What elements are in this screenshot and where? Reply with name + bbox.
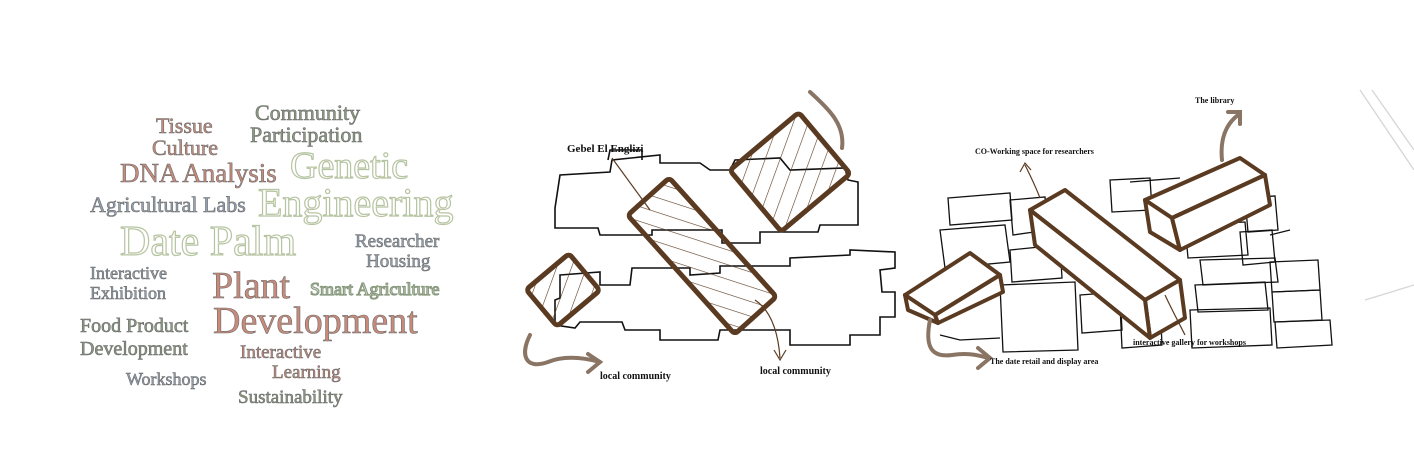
word-researcher: Researcher bbox=[355, 231, 440, 252]
word-genetic: Genetic bbox=[289, 145, 409, 187]
axo-thin-arrows bbox=[1019, 161, 1186, 336]
word-interactive-2: Interactive bbox=[240, 342, 322, 363]
label-local-community-2: local community bbox=[760, 366, 831, 377]
plan-arrows bbox=[523, 90, 845, 374]
axo-volume-library bbox=[1143, 156, 1272, 252]
label-retail: The date retail and display area bbox=[990, 357, 1098, 366]
word-development-small: Development bbox=[80, 338, 188, 360]
word-smart-agriculture: Smart Agriculture bbox=[309, 279, 440, 299]
label-gebel: Gebel El Englizi bbox=[567, 143, 643, 155]
plan-block-middle bbox=[626, 176, 778, 336]
word-engineering: Engineering bbox=[257, 180, 454, 225]
word-workshops: Workshops bbox=[126, 369, 207, 389]
plan-thin-arrows bbox=[611, 157, 787, 362]
word-tissue: Tissue bbox=[156, 113, 213, 138]
word-exhibition: Exhibition bbox=[90, 283, 167, 303]
axo-arrows bbox=[926, 110, 1242, 370]
word-development-big: Development bbox=[213, 300, 418, 342]
word-learning: Learning bbox=[272, 362, 341, 383]
plan-block-top bbox=[728, 111, 852, 233]
axo-volume-gallery bbox=[1028, 188, 1187, 340]
word-cloud: Tissue Culture Community Participation D… bbox=[0, 0, 500, 451]
plan-block-left bbox=[525, 252, 601, 328]
label-gallery: interactive gallery for workshops bbox=[1133, 338, 1246, 347]
word-housing: Housing bbox=[366, 251, 431, 272]
word-participation: Participation bbox=[250, 122, 363, 147]
word-culture: Culture bbox=[152, 135, 219, 160]
axo-volumes bbox=[903, 156, 1272, 340]
word-food-product: Food Product bbox=[80, 315, 189, 337]
label-coworking: CO-Working space for researchers bbox=[975, 147, 1094, 156]
axo-volume-retail bbox=[903, 251, 1005, 325]
corner-decoration bbox=[1359, 89, 1414, 301]
word-plant: Plant bbox=[212, 265, 291, 307]
word-agricultural-labs: Agricultural Labs bbox=[90, 192, 246, 217]
plan-blocks bbox=[525, 111, 852, 336]
word-community: Community bbox=[255, 100, 361, 125]
word-dna-analysis: DNA Analysis bbox=[120, 158, 277, 188]
word-interactive: Interactive bbox=[90, 263, 168, 283]
word-sustainability: Sustainability bbox=[238, 387, 343, 408]
label-library: The library bbox=[1195, 96, 1234, 105]
label-local-community-1: local community bbox=[600, 371, 671, 382]
word-date-palm: Date Palm bbox=[119, 219, 297, 265]
